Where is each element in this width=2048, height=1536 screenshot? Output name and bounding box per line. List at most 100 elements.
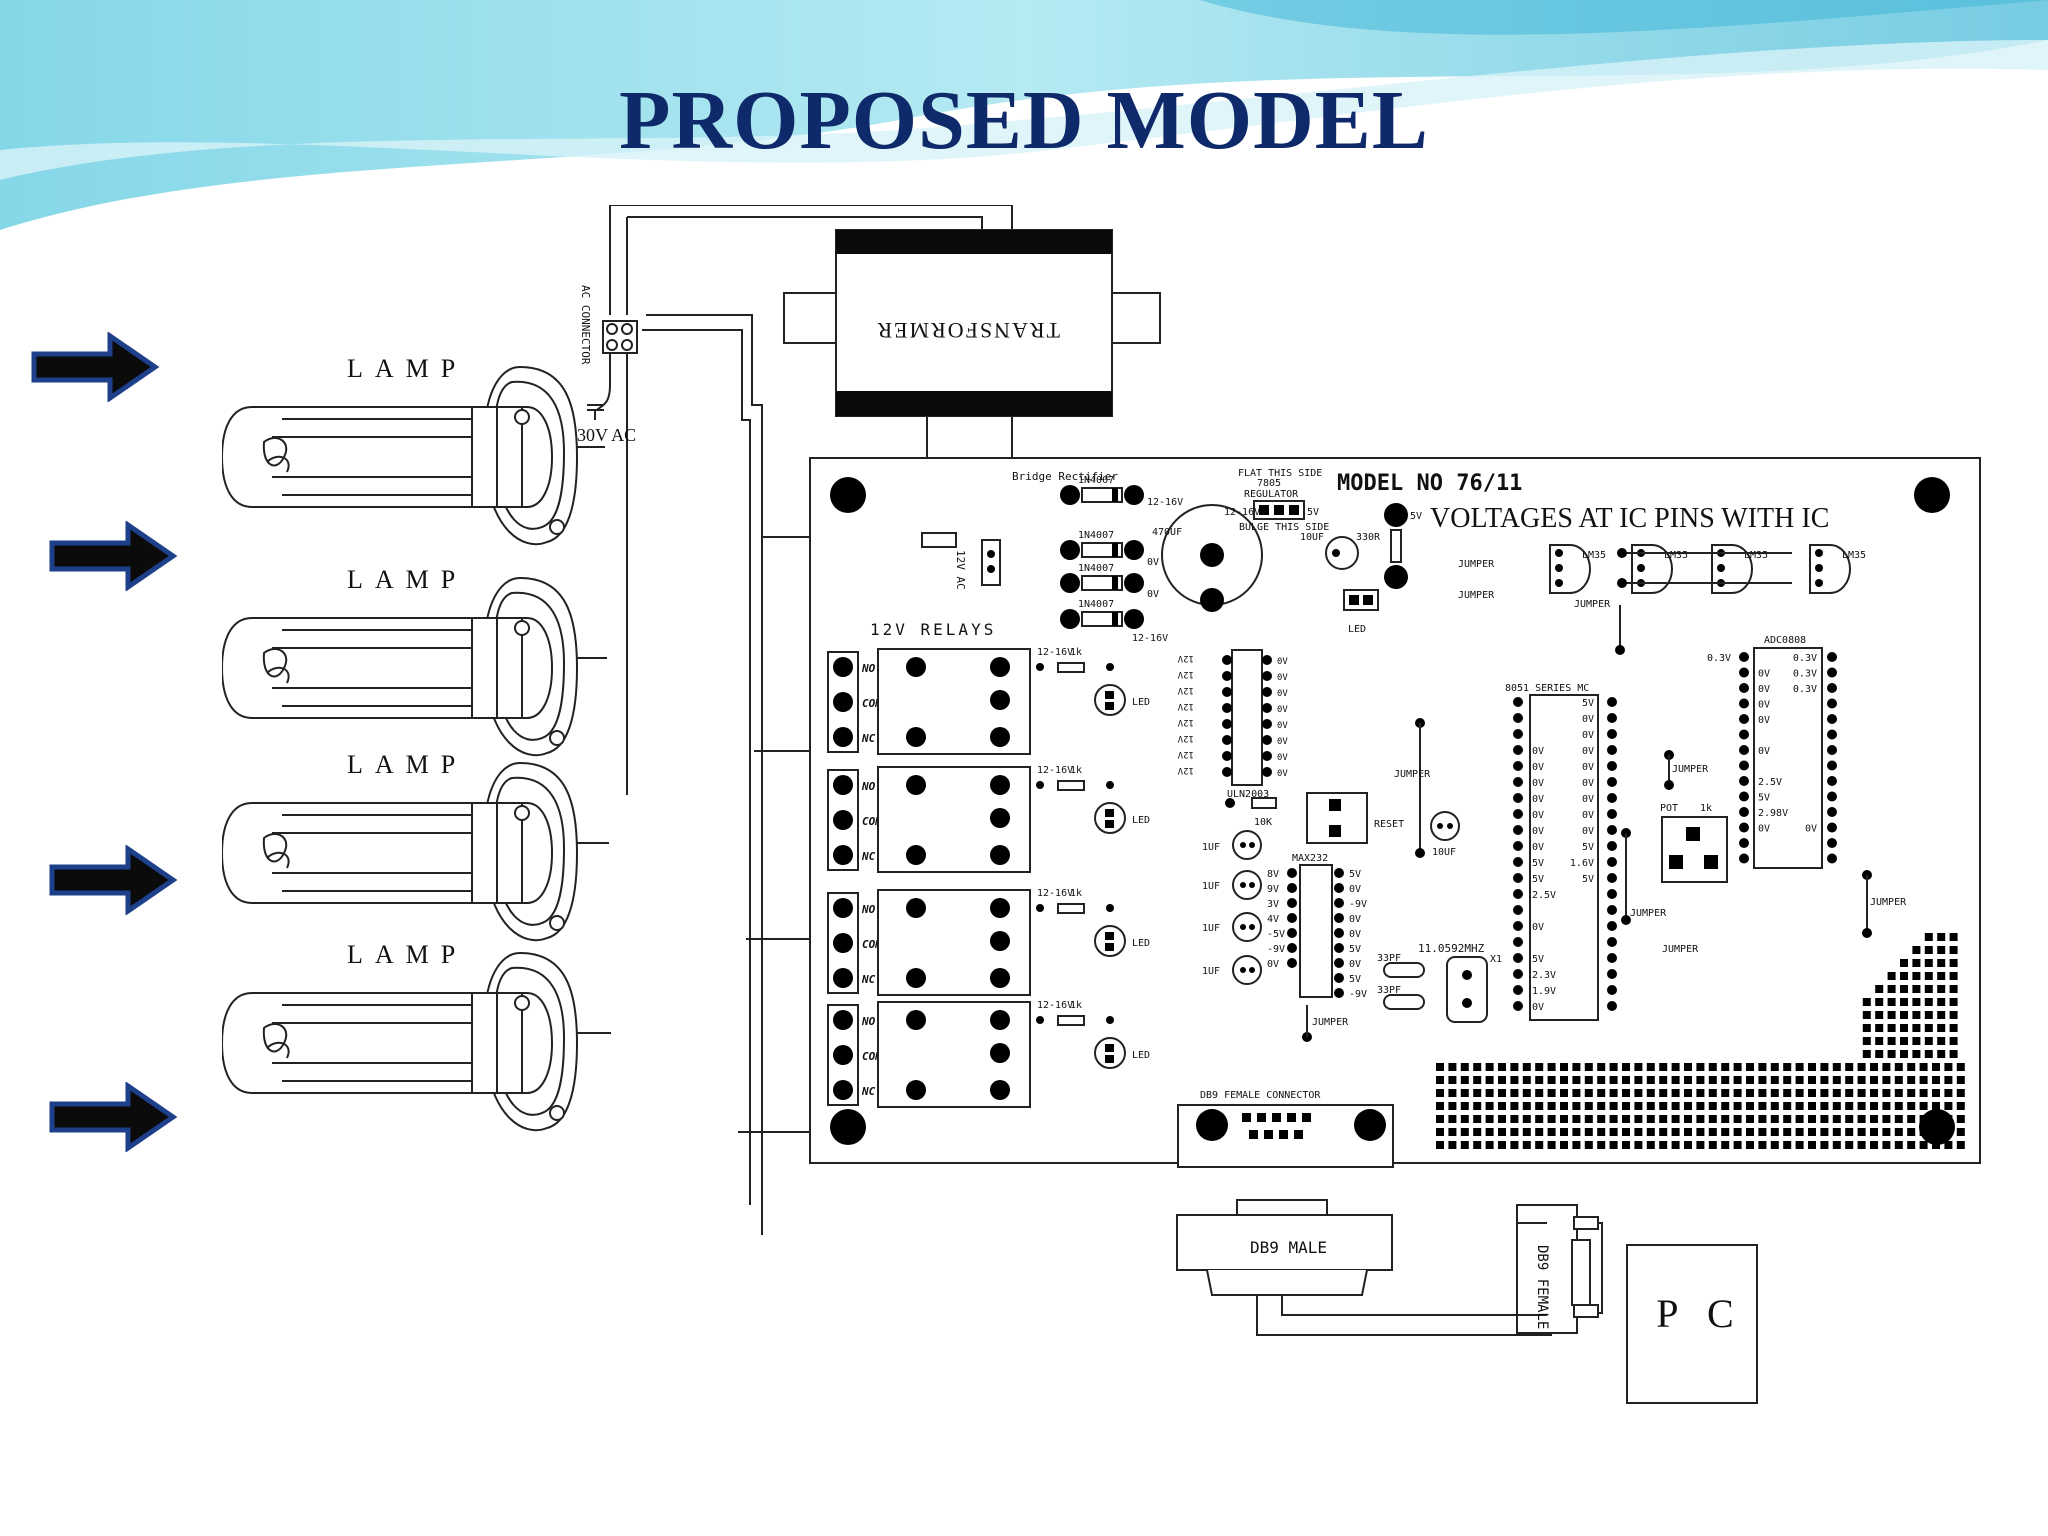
adc-pin-label: 0V bbox=[1758, 669, 1770, 680]
mc-pin-label: 0V bbox=[1532, 922, 1544, 933]
max232-pin-label: -9V bbox=[1349, 989, 1367, 1000]
reset-10uf-label: 10UF bbox=[1432, 847, 1456, 858]
uln-pin-label: 12V bbox=[1177, 749, 1194, 759]
mc-pin-label: 0V bbox=[1582, 794, 1594, 805]
flat-side-label: FLAT THIS SIDE bbox=[1238, 468, 1322, 479]
lamp-label: LAMP bbox=[347, 565, 467, 594]
relay-supply-label: 12-16V bbox=[1037, 765, 1073, 776]
db9-female-connector-label: DB9 FEMALE CONNECTOR bbox=[1200, 1090, 1321, 1101]
max232-cap-label: 1UF bbox=[1202, 923, 1220, 934]
bridge-0v-label: 0V bbox=[1147, 557, 1159, 568]
relay-supply-label: 12-16V bbox=[1037, 1000, 1073, 1011]
uln-pin-label: 12V bbox=[1177, 653, 1194, 663]
relay-led-label: LED bbox=[1132, 1050, 1150, 1061]
voltages-caption: VOLTAGES AT IC PINS WITH IC bbox=[1430, 503, 1829, 534]
diode: 1N4007 bbox=[1060, 475, 1144, 505]
mc-pin-label: 0V bbox=[1582, 730, 1594, 741]
adc-pin-label: 0V bbox=[1758, 824, 1770, 835]
adc-pin-label: 0V bbox=[1805, 824, 1817, 835]
adc-pin-label: 0V bbox=[1758, 700, 1770, 711]
diode-label: 1N4007 bbox=[1078, 599, 1114, 610]
max232-pin-label: 0V bbox=[1349, 914, 1361, 925]
res-10k-label: 10K bbox=[1254, 817, 1272, 828]
cap-33pf-label-b: 33PF bbox=[1377, 985, 1401, 996]
mc-pin-label: 0V bbox=[1532, 762, 1544, 773]
adc-pin-label: 0V bbox=[1758, 715, 1770, 726]
cap-10uf-label: 10UF bbox=[1300, 532, 1324, 543]
board-title: MODEL NO 76/11 bbox=[1337, 471, 1522, 496]
mc-pin-label: 0V bbox=[1582, 762, 1594, 773]
lm35-label: LM35 bbox=[1664, 550, 1688, 561]
max232-pin-label: 8V bbox=[1267, 869, 1279, 880]
mc-pin-label: 0V bbox=[1532, 746, 1544, 757]
diode: 1N4007 bbox=[1060, 530, 1144, 560]
mc-pin-label: 0V bbox=[1532, 1002, 1544, 1013]
diode-label: 1N4007 bbox=[1078, 475, 1114, 486]
ac12-label: 12V AC bbox=[954, 550, 967, 590]
jumper-label-4: JUMPER bbox=[1672, 764, 1709, 775]
relay-pin-label: NO bbox=[861, 662, 876, 675]
transformer: TRANSFORMER bbox=[783, 229, 1161, 417]
relay-pin-label: NO bbox=[861, 1015, 876, 1028]
reg-in-label: 12-16V bbox=[1224, 507, 1260, 518]
uln-pin-label: 0V bbox=[1277, 753, 1288, 763]
mc-pin-label: 0V bbox=[1582, 714, 1594, 725]
pcb-board: MODEL NO 76/11 VOLTAGES AT IC PINS WITH … bbox=[809, 457, 1981, 1168]
max232-pin-label: -9V bbox=[1349, 899, 1367, 910]
mc-pin-label: 0V bbox=[1532, 794, 1544, 805]
jumper-label-reset: JUMPER bbox=[1394, 769, 1431, 780]
relay-res-label: 1k bbox=[1070, 1000, 1082, 1011]
relay-pin-label: NC bbox=[861, 973, 876, 986]
mc-pin-label: 0V bbox=[1582, 778, 1594, 789]
transformer-label: TRANSFORMER bbox=[875, 318, 1060, 343]
lm35-sensor: LM35 bbox=[1549, 544, 1606, 594]
mc-pin-label: 5V bbox=[1532, 954, 1544, 965]
relay-pin-label: NC bbox=[861, 732, 876, 745]
arrow-right-icon bbox=[49, 521, 178, 591]
max232-pin-label: 0V bbox=[1267, 959, 1279, 970]
bulge-side-label: BULGE THIS SIDE bbox=[1239, 522, 1329, 533]
lm35-label: LM35 bbox=[1744, 550, 1768, 561]
uln-pin-label: 12V bbox=[1177, 701, 1194, 711]
mc-pin-label: 5V bbox=[1532, 874, 1544, 885]
uln-pin-label: 12V bbox=[1177, 765, 1194, 775]
mc-8051-chip: 8051 SERIES MC0V0V0V0V0V0V0V5V5V2.5V0V5V… bbox=[1505, 683, 1617, 1021]
adc-pin-label: 2.5V bbox=[1758, 777, 1782, 788]
max232-pin-label: 9V bbox=[1267, 884, 1279, 895]
jumper-label-3: JUMPER bbox=[1574, 599, 1611, 610]
mc-pin-label: 0V bbox=[1532, 810, 1544, 821]
jumper-label-6: JUMPER bbox=[1662, 944, 1699, 955]
cap-470-label: 470UF bbox=[1152, 527, 1182, 538]
mc-pin-label: 2.5V bbox=[1532, 890, 1556, 901]
adc-pin-label: 0V bbox=[1758, 746, 1770, 757]
relay-pin-label: NO bbox=[861, 780, 876, 793]
lm35-label: LM35 bbox=[1842, 550, 1866, 561]
prototype-grid bbox=[1436, 933, 1965, 1149]
reset-label: RESET bbox=[1374, 819, 1404, 830]
lamp: LAMP bbox=[222, 750, 810, 942]
arrow-right-icon bbox=[31, 332, 160, 402]
mc-pin-label: 0V bbox=[1582, 810, 1594, 821]
mc-pin-label: 5V bbox=[1582, 698, 1594, 709]
res-330-label: 330R bbox=[1356, 532, 1381, 543]
relay-pin-label: NC bbox=[861, 850, 876, 863]
adc-pin-label: 0V bbox=[1758, 684, 1770, 695]
lamp: LAMP bbox=[222, 940, 810, 1133]
max232-pin-label: -9V bbox=[1267, 944, 1285, 955]
jumper-label-2: JUMPER bbox=[1458, 590, 1495, 601]
uln-pin-label: 12V bbox=[1177, 669, 1194, 679]
diode: 1N4007 bbox=[1060, 563, 1144, 593]
reset-cap-label: 1UF bbox=[1202, 842, 1220, 853]
lm35-sensor: LM35 bbox=[1809, 544, 1866, 594]
max232-pin-label: 0V bbox=[1349, 959, 1361, 970]
diode: 1N4007 bbox=[1060, 599, 1144, 629]
max232-chip: MAX2325V0V-9V0V0V5V0V5V-9V8V9V3V4V-5V-9V… bbox=[1202, 853, 1367, 1000]
reg-out-label: 5V bbox=[1307, 507, 1319, 518]
relay-led-label: LED bbox=[1132, 938, 1150, 949]
